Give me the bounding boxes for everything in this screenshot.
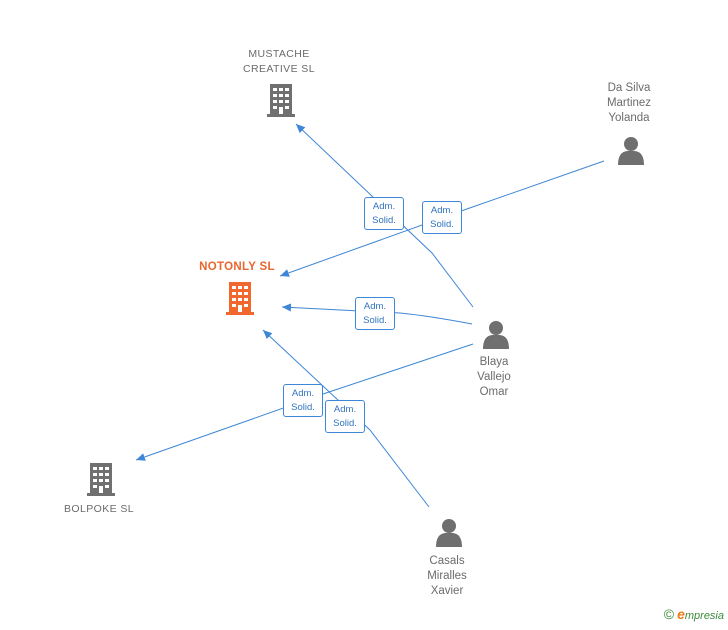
edge-label-blaya-mustache[interactable]: Adm. Solid. [364, 197, 404, 230]
edge-label-dasilva-notonly[interactable]: Adm. Solid. [422, 201, 462, 234]
edge-label-blaya-bolpoke[interactable]: Adm. Solid. [283, 384, 323, 417]
node-label-blaya[interactable]: Blaya Vallejo Omar [477, 356, 511, 398]
brand-logo: empresia [677, 606, 724, 622]
node-label-da-silva[interactable]: Da Silva Martinez Yolanda [606, 82, 652, 124]
node-label-notonly[interactable]: NOTONLY SL [199, 261, 275, 273]
edge-blaya-notonly [281, 303, 473, 325]
edge-blaya-bolpoke [135, 343, 474, 461]
building-icon[interactable] [226, 282, 254, 315]
edge-casals-notonly [262, 329, 430, 508]
edge-label-casals-notonly[interactable]: Adm. Solid. [325, 400, 365, 433]
node-label-bolpoke[interactable]: BOLPOKE SL [64, 503, 134, 515]
edges [135, 123, 605, 508]
building-icon[interactable] [266, 84, 296, 117]
person-icon[interactable] [436, 519, 462, 547]
node-label-mustache-creative[interactable]: MUSTACHE CREATIVE SL [243, 48, 315, 75]
edge-label-blaya-notonly[interactable]: Adm. Solid. [355, 297, 395, 330]
edge-dasilva-notonly [279, 160, 605, 277]
node-label-casals[interactable]: Casals Miralles Xavier [427, 555, 467, 597]
building-icon[interactable] [87, 463, 115, 496]
person-icon[interactable] [618, 137, 644, 165]
edge-blaya-mustache [295, 123, 474, 308]
person-icon[interactable] [483, 321, 509, 349]
copyright-icon: © [663, 606, 675, 622]
brand-footer: © empresia [664, 606, 724, 622]
